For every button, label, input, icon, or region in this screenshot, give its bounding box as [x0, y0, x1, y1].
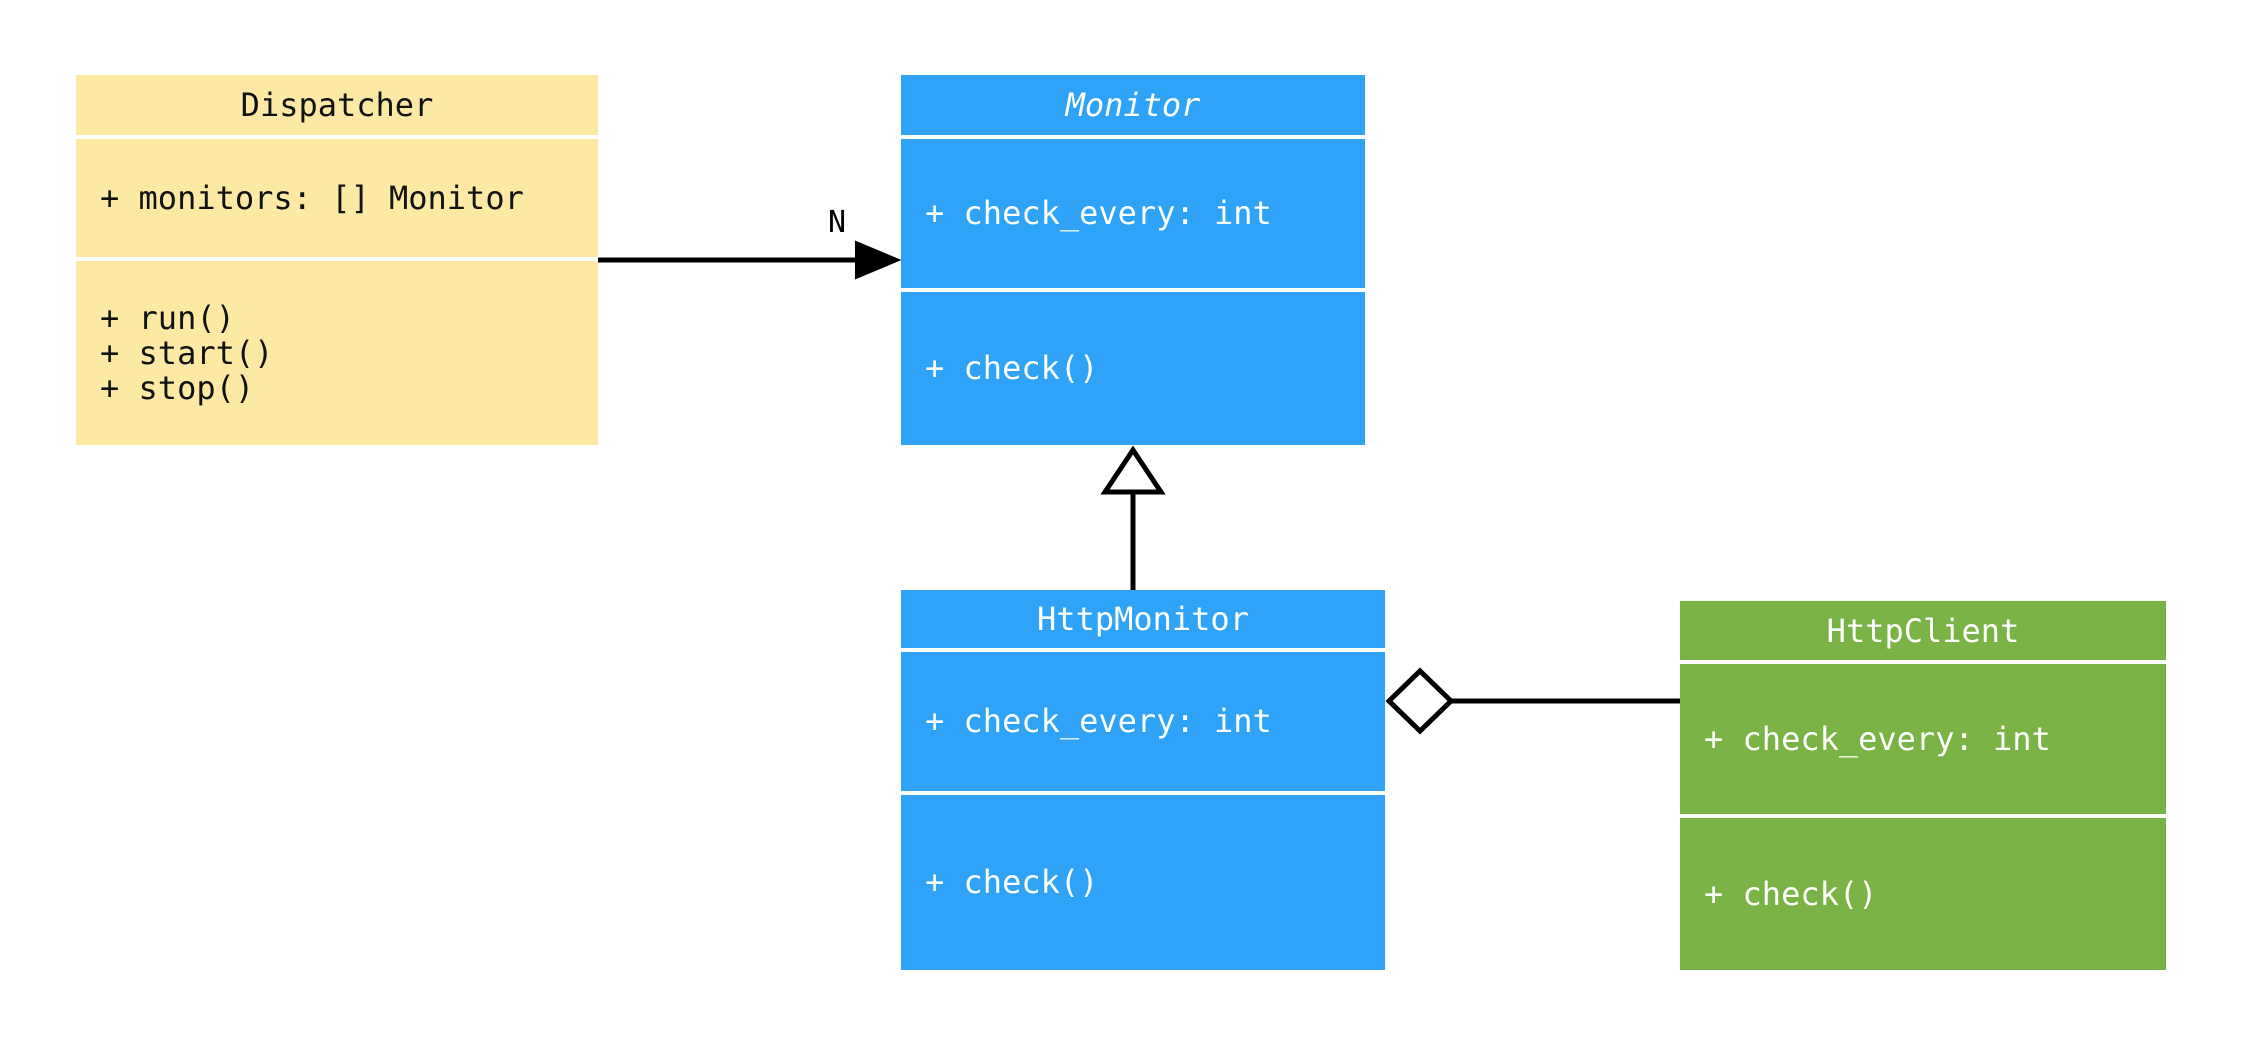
class-httpmonitor-attributes: + check_every: int [901, 652, 1385, 791]
class-name: HttpClient [1826, 611, 2020, 650]
method-text: + check() [925, 863, 1099, 901]
class-httpclient-methods: + check() [1680, 818, 2166, 970]
class-name: Monitor [1065, 86, 1201, 124]
multiplicity-label: N [828, 205, 847, 240]
class-httpclient-attributes: + check_every: int [1680, 664, 2166, 814]
aggregation-diamond-icon [1385, 667, 1455, 735]
method-text: + check() [925, 349, 1099, 387]
attribute-text: + monitors: [] Monitor [100, 178, 524, 217]
class-dispatcher-attributes: + monitors: [] Monitor [76, 139, 598, 257]
class-dispatcher: Dispatcher + monitors: [] Monitor + run(… [76, 75, 598, 445]
class-httpmonitor-methods: + check() [901, 795, 1385, 970]
association-dispatcher-monitor [598, 240, 902, 280]
attribute-text: + check_every: int [1704, 719, 2051, 758]
class-httpclient: HttpClient + check_every: int + check() [1680, 601, 2166, 970]
class-monitor-title: Monitor [901, 75, 1365, 135]
class-monitor-attributes: + check_every: int [901, 139, 1365, 288]
class-name: HttpMonitor [1037, 600, 1249, 638]
inheritance-triangle-icon [1100, 445, 1166, 495]
association-arrowhead-icon [855, 240, 902, 280]
class-monitor-methods: + check() [901, 292, 1365, 445]
class-monitor: Monitor + check_every: int + check() [901, 75, 1365, 445]
method-text: + stop() [100, 368, 255, 407]
class-dispatcher-title: Dispatcher [76, 75, 598, 135]
class-httpmonitor-title: HttpMonitor [901, 590, 1385, 648]
aggregation-httpmonitor-httpclient [1385, 667, 1680, 735]
method-text: + start() [100, 333, 274, 372]
inheritance-httpmonitor-monitor [1100, 445, 1166, 590]
attribute-text: + check_every: int [925, 194, 1272, 232]
class-httpclient-title: HttpClient [1680, 601, 2166, 660]
class-name: Dispatcher [240, 86, 434, 124]
class-httpmonitor: HttpMonitor + check_every: int + check() [901, 590, 1385, 970]
attribute-text: + check_every: int [925, 702, 1272, 740]
class-dispatcher-methods: + run() + start() + stop() [76, 261, 598, 445]
method-text: + run() [100, 298, 235, 337]
method-text: + check() [1704, 874, 1878, 913]
